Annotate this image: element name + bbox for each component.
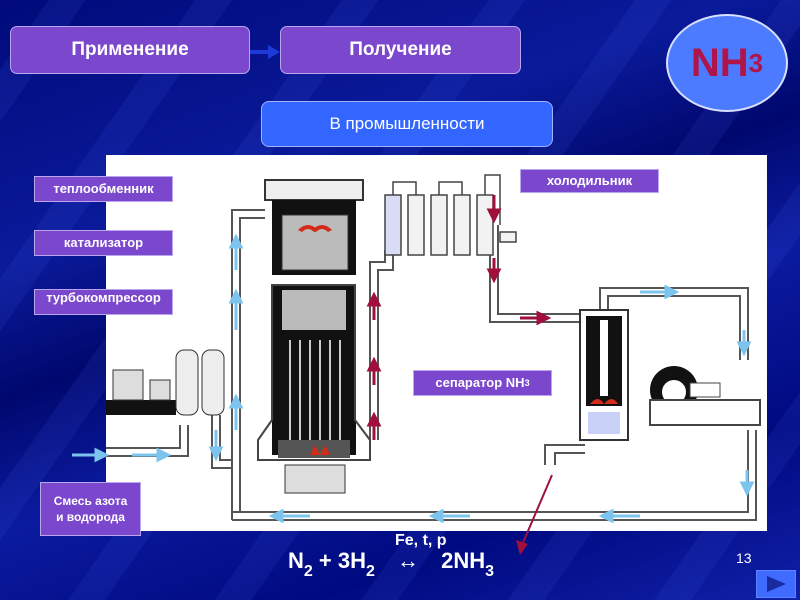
label-heat-exchanger: теплообменник	[34, 176, 173, 202]
page-number: 13	[736, 550, 752, 566]
eq-h-sub: 2	[366, 563, 375, 580]
return-pipe-bottom	[232, 430, 749, 513]
cold-flow-arrows	[72, 233, 755, 524]
eq-product: 2NH	[441, 548, 486, 573]
left-riser-pipe	[231, 209, 265, 520]
product-pointer-arrow	[516, 474, 553, 555]
label-catalyst: катализатор	[34, 230, 173, 256]
eq-product-sub: 3	[485, 563, 495, 580]
production-button[interactable]: Получение	[280, 26, 521, 74]
synthesis-column	[257, 179, 371, 494]
separator-sub: 3	[524, 378, 530, 388]
industry-button[interactable]: В промышленности	[261, 101, 553, 147]
reaction-conditions: Fe, t, p	[395, 532, 447, 549]
eq-n: N	[288, 548, 304, 573]
equilibrium-arrow: ↔	[397, 548, 420, 573]
nh3-sub: 3	[748, 47, 764, 78]
separator-unit	[579, 309, 629, 441]
label-cooler: холодильник	[520, 169, 659, 193]
reaction-equation: N2 + 3H2 ↔ 2NH3	[288, 548, 494, 581]
turbocompressor-unit	[106, 349, 225, 416]
eq-h: + 3H	[312, 548, 366, 573]
hot-flow-arrows	[366, 195, 552, 440]
play-icon	[767, 576, 786, 592]
next-slide-button[interactable]	[756, 570, 796, 598]
eq-n-sub: 2	[303, 563, 313, 580]
label-gas-mixture: Смесь азота и водорода	[40, 482, 141, 536]
separator-text: сепаратор NH	[435, 375, 525, 390]
circulation-pump	[649, 366, 761, 426]
nh3-main: NH	[690, 40, 749, 85]
label-turbocompressor: турбокомпрессор	[34, 289, 173, 315]
application-button[interactable]: Применение	[10, 26, 250, 74]
